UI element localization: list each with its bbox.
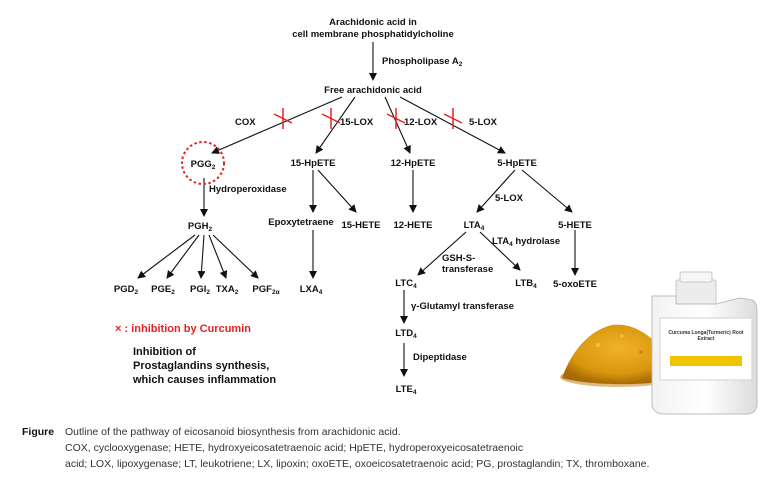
inhibition-mark-15-lox [321,108,341,129]
ltb4-node: LTB4 [515,278,537,290]
inhibition-legend: × : inhibition by Curcumin [115,323,251,335]
free-arachidonic-acid: Free arachidonic acid [324,85,422,96]
lte4-node: LTE4 [396,384,417,396]
jug-label-stripe [670,356,742,366]
gamma-glutamyl-transferase-label: γ-Glutamyl transferase [411,301,514,312]
5-hpete-node: 5-HpETE [497,158,537,169]
pgh2-node: PGH2 [188,221,213,233]
curcumin-inhibition-marks [273,108,463,129]
ltd4-node: LTD4 [395,328,417,340]
pgf2a-node: PGF2α [252,284,279,296]
12-hpete-node: 12-HpETE [391,158,436,169]
arrow-txa2 [208,234,228,279]
pgd2-node: PGD2 [114,284,139,296]
5-lox-label: 5-LOX [469,117,498,128]
note-line1: Inhibition of [133,346,196,358]
arrow-pgd2 [137,234,196,279]
15-hpete-node: 15-HpETE [291,158,336,169]
phospholipase-a2-label: Phospholipase A2 [382,56,463,68]
arrow-lta4 [476,169,516,213]
lta4-node: LTA4 [464,220,485,232]
inhibition-mark-5-lox [443,108,463,129]
arrow-15-hete [317,169,357,213]
15-hete-node: 15-HETE [341,220,380,231]
figure-label: Figure [22,426,55,438]
12-lox-label: 12-LOX [404,117,438,128]
pgi2-node: PGI2 [190,284,210,296]
caption-line3: acid; LOX, lipoxygenase; LT, leukotriene… [65,458,650,470]
pgg2-highlight-circle [181,141,225,185]
extract-jug-image: Curcuma Longa(Turmeric) Root Extract [651,271,758,415]
jug-label-text: Curcuma Longa(Turmeric) Root Extract [668,330,744,342]
arrow-cox [211,96,343,154]
arrow-ltb4 [479,231,521,271]
caption-line1: Outline of the pathway of eicosanoid bio… [65,426,401,438]
hydroperoxidase-label: Hydroperoxidase [209,184,287,195]
arrow-12-lox [384,96,411,154]
note-line2: Prostaglandins synthesis, [133,360,269,372]
transferase-label: transferase [442,264,493,275]
top-title-line2: cell membrane phosphatidylcholine [292,29,454,40]
cox-label: COX [235,117,256,128]
arrow-pge2 [166,234,200,279]
pathway-diagram: Arachidonic acid in cell membrane phosph… [114,17,758,415]
inhibition-mark-12-lox [386,108,406,129]
15-lox-label: 15-LOX [340,117,374,128]
epoxytetraene-node: Epoxytetraene [268,217,333,228]
dipeptidase-label: Dipeptidase [413,352,467,363]
gsh-s-label: GSH-S- [442,253,475,264]
arrow-pgf2a [212,234,259,279]
caption-line2: COX, cyclooxygenase; HETE, hydroxyeicosa… [65,442,524,454]
arrow-pgi2 [197,234,206,279]
pge2-node: PGE2 [151,284,175,296]
pgg2-node: PGG2 [191,159,216,171]
lta4-hydrolase-label: LTA4 hydrolase [492,236,560,248]
txa2-node: TXA2 [216,284,239,296]
arrow-ltc4 [417,231,467,276]
arrow-15-lox [315,96,356,154]
12-hete-node: 12-HETE [393,220,432,231]
inhibition-mark-cox [273,108,293,129]
note-line3: which causes inflammation [132,374,276,386]
lxa4-node: LXA4 [300,284,323,296]
top-title-line1: Arachidonic acid in [329,17,417,28]
ltc4-node: LTC4 [395,278,417,290]
5-hete-node: 5-HETE [558,220,592,231]
turmeric-powder-image [560,324,676,387]
arrow-5-hete [521,169,573,213]
5-lox-enzyme-label: 5-LOX [495,193,524,204]
5-oxoete-node: 5-oxoETE [553,279,597,290]
